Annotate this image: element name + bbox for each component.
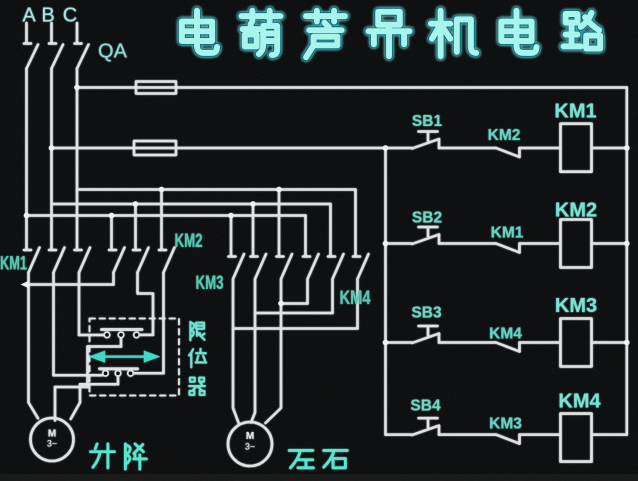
svg-text:SB3: SB3 — [411, 305, 442, 322]
svg-text:3~: 3~ — [47, 439, 57, 449]
svg-text:KM2: KM2 — [488, 127, 521, 144]
svg-text:KM1: KM1 — [491, 225, 524, 242]
svg-text:KM4: KM4 — [340, 288, 371, 309]
svg-text:A: A — [22, 5, 36, 27]
svg-text:SB2: SB2 — [412, 210, 442, 227]
svg-text:KM4: KM4 — [489, 326, 522, 343]
svg-text:SB4: SB4 — [410, 398, 441, 415]
svg-text:QA: QA — [98, 41, 128, 63]
svg-text:C: C — [63, 5, 77, 27]
svg-text:M: M — [48, 429, 56, 440]
svg-text:KM3: KM3 — [196, 273, 224, 294]
svg-text:KM4: KM4 — [558, 391, 601, 413]
svg-text:KM3: KM3 — [555, 295, 597, 317]
svg-text:KM1: KM1 — [554, 101, 596, 123]
svg-text:M: M — [246, 431, 254, 442]
svg-text:KM1: KM1 — [0, 253, 27, 275]
svg-text:KM2: KM2 — [555, 200, 597, 222]
svg-text:SB1: SB1 — [412, 113, 443, 130]
svg-text:B: B — [41, 5, 54, 27]
svg-text:KM3: KM3 — [489, 416, 522, 433]
svg-text:KM2: KM2 — [175, 231, 203, 252]
svg-text:3~: 3~ — [245, 442, 255, 452]
